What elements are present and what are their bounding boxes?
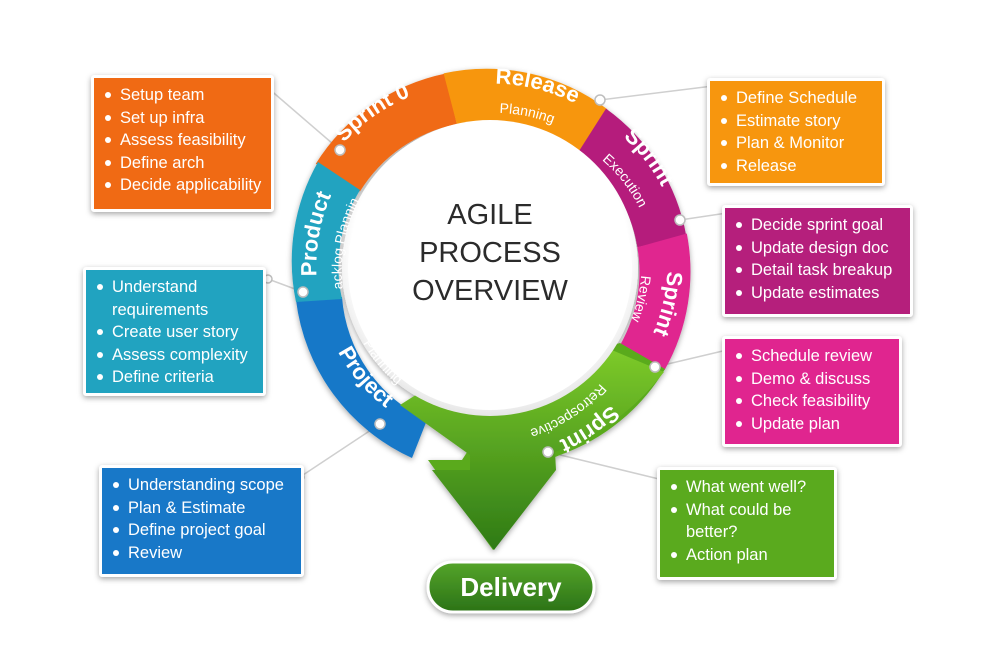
list-item: Define Schedule [718, 87, 872, 110]
list-item: What could be better? [668, 499, 806, 544]
project-planning-activities-list: Understanding scope Plan & Estimate Defi… [110, 474, 291, 564]
list-item: Assess feasibility [102, 129, 261, 152]
product-backlog-activities-list: Understand requirements Create user stor… [94, 276, 253, 389]
list-item: Detail task breakup [733, 259, 900, 282]
list-item: Decide sprint goal [733, 214, 900, 237]
center-title-line-3: OVERVIEW [412, 275, 568, 307]
list-item: Release [718, 155, 872, 178]
center-title-line-2: PROCESS [419, 237, 561, 269]
process-ring [291, 68, 691, 550]
list-item: Define arch [102, 152, 261, 175]
ring-segment-sprint-execution [578, 108, 687, 248]
sprint-review-activities-box: Schedule review Demo & discuss Check fea… [722, 336, 902, 447]
list-item: Define criteria [94, 366, 253, 389]
list-item: What went well? [668, 476, 824, 499]
list-item: Decide applicability [102, 174, 261, 197]
list-item: Demo & discuss [733, 368, 889, 391]
list-item: Estimate story [718, 110, 872, 133]
list-item: Update design doc [733, 237, 900, 260]
list-item: Schedule review [733, 345, 889, 368]
list-item: Plan & Monitor [718, 132, 872, 155]
center-title-line-1: AGILE [447, 199, 532, 231]
ring-segment-sprint-0 [315, 73, 457, 192]
release-planning-activities-list: Define Schedule Estimate story Plan & Mo… [718, 87, 872, 177]
ring-segment-project-planning [296, 297, 427, 458]
list-item: Check feasibility [733, 390, 889, 413]
list-item: Review [110, 542, 291, 565]
list-item: Define project goal [110, 519, 291, 542]
list-item: Update plan [733, 413, 889, 436]
sprint-retrospective-activities-box: What went well? What could be better? Ac… [657, 467, 837, 580]
sprint-0-activities-box: Setup team Set up infra Assess feasibili… [91, 75, 274, 212]
ring-segment-product-backlog [291, 162, 360, 302]
sprint-0-activities-list: Setup team Set up infra Assess feasibili… [102, 84, 261, 197]
list-item: Understanding scope [110, 474, 291, 497]
list-item: Understand requirements [94, 276, 212, 321]
delivery-badge [426, 560, 596, 614]
ring-segment-release-planning [443, 68, 608, 152]
list-item: Create user story [94, 321, 253, 344]
list-item: Action plan [668, 544, 824, 567]
release-planning-activities-box: Define Schedule Estimate story Plan & Mo… [707, 78, 885, 186]
product-backlog-activities-box: Understand requirements Create user stor… [83, 267, 266, 396]
project-planning-activities-box: Understanding scope Plan & Estimate Defi… [99, 465, 304, 577]
sprint-execution-activities-list: Decide sprint goal Update design doc Det… [733, 214, 900, 304]
list-item: Update estimates [733, 282, 900, 305]
sprint-execution-activities-box: Decide sprint goal Update design doc Det… [722, 205, 913, 317]
list-item: Set up infra [102, 107, 261, 130]
sprint-retrospective-activities-list: What went well? What could be better? Ac… [668, 476, 824, 566]
ring-segment-sprint-review [620, 233, 691, 370]
sprint-review-activities-list: Schedule review Demo & discuss Check fea… [733, 345, 889, 435]
list-item: Plan & Estimate [110, 497, 291, 520]
delivery-label: Delivery [460, 572, 562, 602]
list-item: Setup team [102, 84, 261, 107]
list-item: Assess complexity [94, 344, 253, 367]
